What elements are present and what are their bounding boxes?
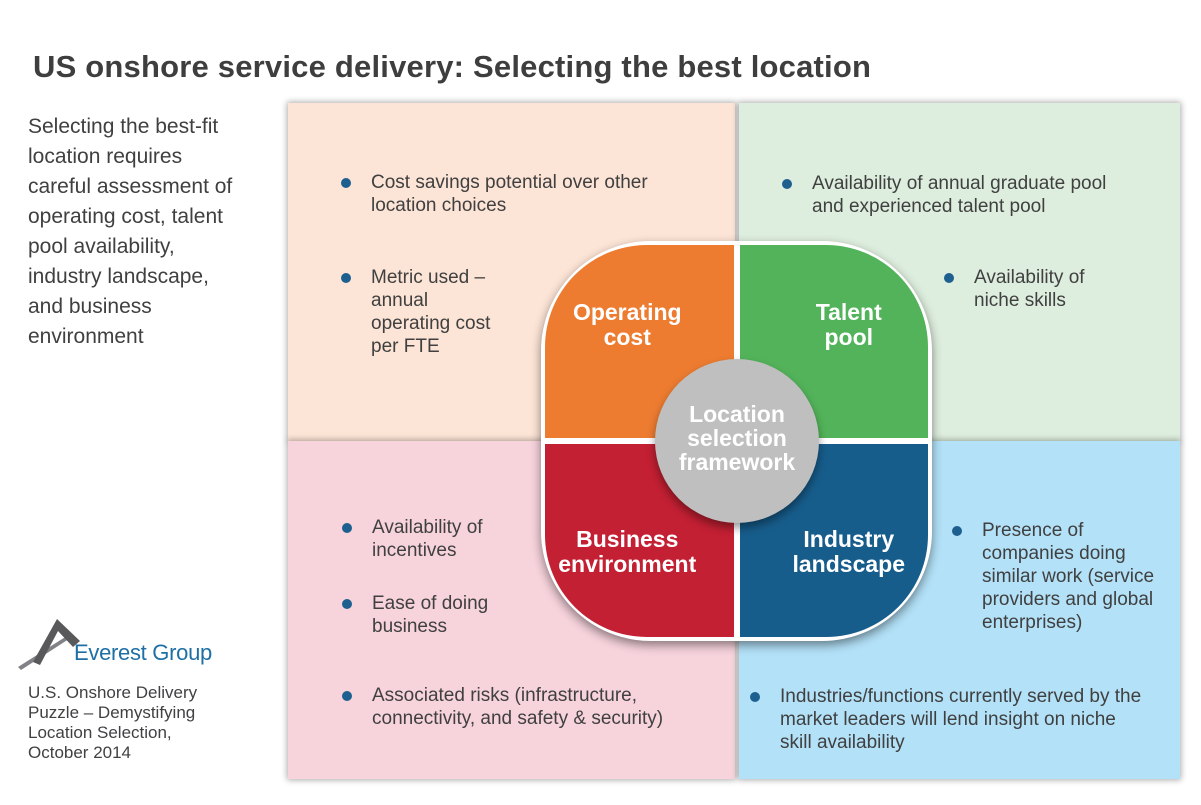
- bullet-niche-skills: Availability of niche skills: [944, 266, 1159, 312]
- bullet-text: Availability of incentives: [372, 517, 483, 561]
- bullet-dot-icon: [952, 526, 962, 536]
- bullet-dot-icon: [342, 523, 352, 533]
- page-title: US onshore service delivery: Selecting t…: [33, 48, 872, 84]
- framework-center-label: Location selection framework: [678, 401, 796, 475]
- bullet-dot-icon: [782, 179, 792, 189]
- framework-center-circle: Location selection framework: [655, 359, 819, 523]
- bullet-text: Industries/functions currently served by…: [780, 686, 1142, 753]
- bullet-dot-icon: [750, 692, 760, 702]
- bullet-dot-icon: [944, 273, 954, 283]
- logo-wordmark: Everest Group: [74, 640, 212, 665]
- bullet-incentives: Availability of incentives: [342, 516, 577, 562]
- quadrant-label: Industry landscape: [792, 525, 906, 577]
- bullet-text: Cost savings potential over other locati…: [371, 172, 648, 216]
- intro-text: Selecting the best-fit location requires…: [28, 115, 233, 348]
- bullet-text: Associated risks (infrastructure, connec…: [372, 685, 664, 729]
- bullet-associated-risks: Associated risks (infrastructure, connec…: [342, 684, 737, 730]
- bullet-text: Presence of companies doing similar work…: [982, 520, 1155, 633]
- bullet-dot-icon: [341, 178, 351, 188]
- bullet-dot-icon: [341, 273, 351, 283]
- quadrant-label: Business environment: [558, 525, 697, 577]
- bullet-text: Ease of doing business: [372, 593, 489, 637]
- source-note: U.S. Onshore Delivery Puzzle – Demystify…: [28, 683, 198, 762]
- mountain-peak-icon: [18, 619, 80, 670]
- bullet-ease-of-business: Ease of doing business: [342, 592, 557, 638]
- bullet-company-presence: Presence of companies doing similar work…: [952, 519, 1201, 634]
- quadrant-label: Talent pool: [815, 298, 882, 350]
- quadrant-label: Operating cost: [572, 298, 682, 350]
- bullet-dot-icon: [342, 691, 352, 701]
- bullet-text: Metric used – annual operating cost per …: [371, 267, 491, 357]
- bullet-dot-icon: [342, 599, 352, 609]
- bullet-metric-used: Metric used – annual operating cost per …: [341, 266, 541, 358]
- everest-group-logo: Everest Group: [18, 612, 278, 670]
- bullet-industries-served: Industries/functions currently served by…: [750, 685, 1201, 754]
- bullet-graduate-pool: Availability of annual graduate pool and…: [782, 172, 1167, 218]
- bullet-text: Availability of annual graduate pool and…: [812, 173, 1107, 217]
- bullet-cost-savings: Cost savings potential over other locati…: [341, 171, 706, 217]
- quadrant-business-environment: Business environment: [545, 444, 734, 637]
- bullet-text: Availability of niche skills: [974, 267, 1085, 311]
